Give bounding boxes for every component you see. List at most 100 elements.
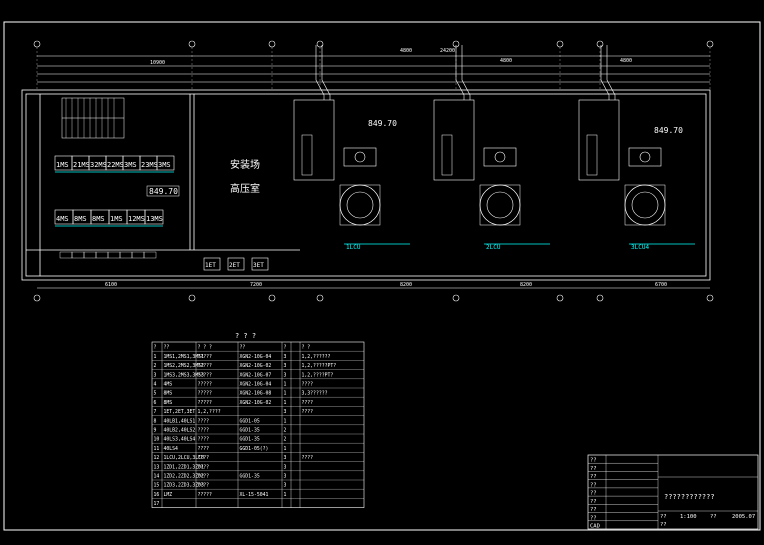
table-cell: GGD1-35 xyxy=(240,474,260,480)
title-left-cell: ?? xyxy=(590,466,597,472)
elevation-unit1: 849.70 xyxy=(368,119,397,128)
axis-bubble-bottom-3 xyxy=(268,294,276,302)
panel-label: 32MS xyxy=(90,161,107,169)
dim-bottom-3: 8200 xyxy=(520,282,532,288)
governor-cabinet xyxy=(483,147,517,167)
dim-top-1: 4800 xyxy=(400,48,412,54)
lv-panel xyxy=(143,251,157,259)
axis-bubble-bottom-8 xyxy=(706,294,714,302)
governor-dial xyxy=(494,151,506,163)
transformer-box xyxy=(227,257,245,271)
table-cell: 8 xyxy=(154,418,157,424)
table-cell: ? ? ? xyxy=(198,345,213,351)
table-cell: ????? xyxy=(198,382,213,388)
table-cell: 6 xyxy=(154,400,157,406)
panel-label: 3MS xyxy=(158,161,171,169)
turbine-frame xyxy=(624,184,666,226)
table-cell: 1ZD1,2ZD1,3ZD1 xyxy=(164,464,205,470)
table-cell: ???? xyxy=(198,483,210,489)
switchgear-panel xyxy=(156,155,175,171)
drawing-border xyxy=(3,21,761,531)
transformer-box xyxy=(251,257,269,271)
install-area-label: 安装场 xyxy=(230,158,260,171)
table-cell: XGN2-10G-07 xyxy=(240,372,272,378)
table-cell: XGN2-10G-08 xyxy=(240,391,272,397)
table-cell: 3 xyxy=(284,372,287,378)
table-cell: ????? xyxy=(198,492,213,498)
title-bottom-cell: ?? xyxy=(660,514,667,520)
title-block: ????????????????CAD??????????????1:100??… xyxy=(587,454,759,530)
unit-lcu-label: 3LCU4 xyxy=(631,244,649,251)
panel-label: 1MS xyxy=(56,161,69,169)
governor-cabinet xyxy=(628,147,662,167)
dim-bottom-2: 8200 xyxy=(400,282,412,288)
table-cell: 1,2,?????PT? xyxy=(302,363,337,369)
table-cell: GGD1-05 xyxy=(240,418,260,424)
table-cell: ????? xyxy=(198,354,213,360)
transformer-box xyxy=(203,257,221,271)
table-cell: 11 xyxy=(154,446,160,452)
table-cell: ???? xyxy=(198,437,210,443)
table-cell: 1 xyxy=(284,418,287,424)
table-cell: 3 xyxy=(284,455,287,461)
dim-bottom-1: 7200 xyxy=(250,282,262,288)
title-left-cell: CAD xyxy=(590,524,600,530)
penstock-pipe xyxy=(321,45,331,100)
panel-label: 21MS xyxy=(73,161,90,169)
table-cell: ???? xyxy=(302,455,314,461)
title-left-cell: ?? xyxy=(590,458,597,464)
table-cell: 40LS4 xyxy=(164,446,179,452)
table-cell: 1,2,????PT? xyxy=(302,372,334,378)
turbine-frame xyxy=(339,184,381,226)
table-cell: 3 xyxy=(284,363,287,369)
table-cell: 1 xyxy=(284,446,287,452)
unit-lcu-label: 2LCU xyxy=(486,244,501,251)
panel-label: 12MS xyxy=(128,215,145,223)
table-cell: ? xyxy=(284,345,287,351)
hv-room-label: 高压室 xyxy=(230,182,260,195)
table-cell: 1 xyxy=(284,492,287,498)
turbine-inner xyxy=(346,191,374,219)
table-cell: 1ET,2ET,3ET xyxy=(164,409,196,415)
table-cell: 1 xyxy=(284,400,287,406)
title-block-frame xyxy=(587,454,759,530)
table-cell: XL-15-5041 xyxy=(240,492,269,498)
table-cell: 17 xyxy=(154,501,160,507)
panel-label: 8MS xyxy=(74,215,87,223)
table-cell: ???? xyxy=(198,446,210,452)
title-bottom-cell: 2005.07 xyxy=(732,514,755,520)
table-cell: 1MS3,2MS3,3MS3 xyxy=(164,372,205,378)
penstock-pipe xyxy=(455,45,465,100)
table-cell: 10 xyxy=(154,437,160,443)
table-cell: 3 xyxy=(284,409,287,415)
table-cell: 3 xyxy=(154,372,157,378)
dim-bottom-4: 6700 xyxy=(655,282,667,288)
staircase xyxy=(61,97,125,139)
elevation-box xyxy=(146,185,180,197)
axis-bubbles-bottom xyxy=(33,294,714,302)
axis-bubble-bottom-4 xyxy=(316,294,324,302)
panel-label: 4MS xyxy=(56,215,69,223)
penstock-pipe xyxy=(600,45,610,100)
dim-top-0: 10900 xyxy=(150,60,165,66)
table-cell: 2 xyxy=(154,363,157,369)
title-left-cell: ?? xyxy=(590,507,597,513)
table-cell: ?? xyxy=(240,345,246,351)
table-cell: 3 xyxy=(284,474,287,480)
panel-label: 1MS xyxy=(110,215,123,223)
valve-body xyxy=(586,134,598,176)
turbine-frame xyxy=(479,184,521,226)
title-left-cell: ?? xyxy=(590,515,597,521)
table-cell: 2 xyxy=(284,437,287,443)
title-bottom-cell: 1:100 xyxy=(680,514,697,520)
table-cell: ???? xyxy=(302,400,314,406)
title-left-cell: ?? xyxy=(590,499,597,505)
title-left-cell: ?? xyxy=(590,482,597,488)
table-cell: 5 xyxy=(154,391,157,397)
table-cell: ?? xyxy=(164,345,170,351)
axis-bubble-bottom-7 xyxy=(596,294,604,302)
table-cell: ???? xyxy=(302,409,314,415)
